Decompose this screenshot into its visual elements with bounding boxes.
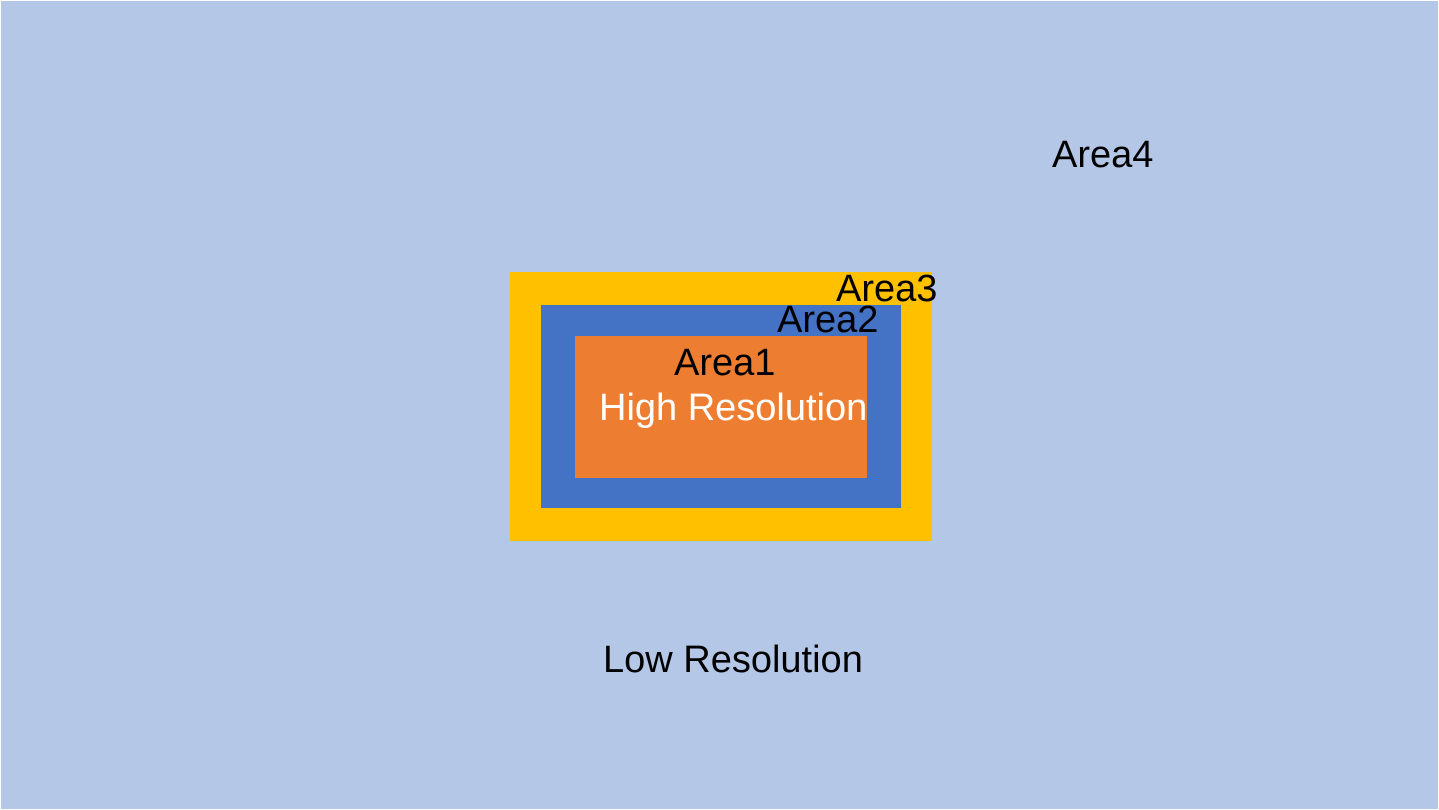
area1-rect [575,336,867,478]
area1-label: Area1 [674,342,776,384]
area4-label: Area4 [1052,134,1154,176]
low-resolution-label: Low Resolution [603,639,863,681]
high-resolution-label: High Resolution [599,387,868,429]
area2-label: Area2 [777,299,879,341]
area3-label: Area3 [836,268,938,310]
